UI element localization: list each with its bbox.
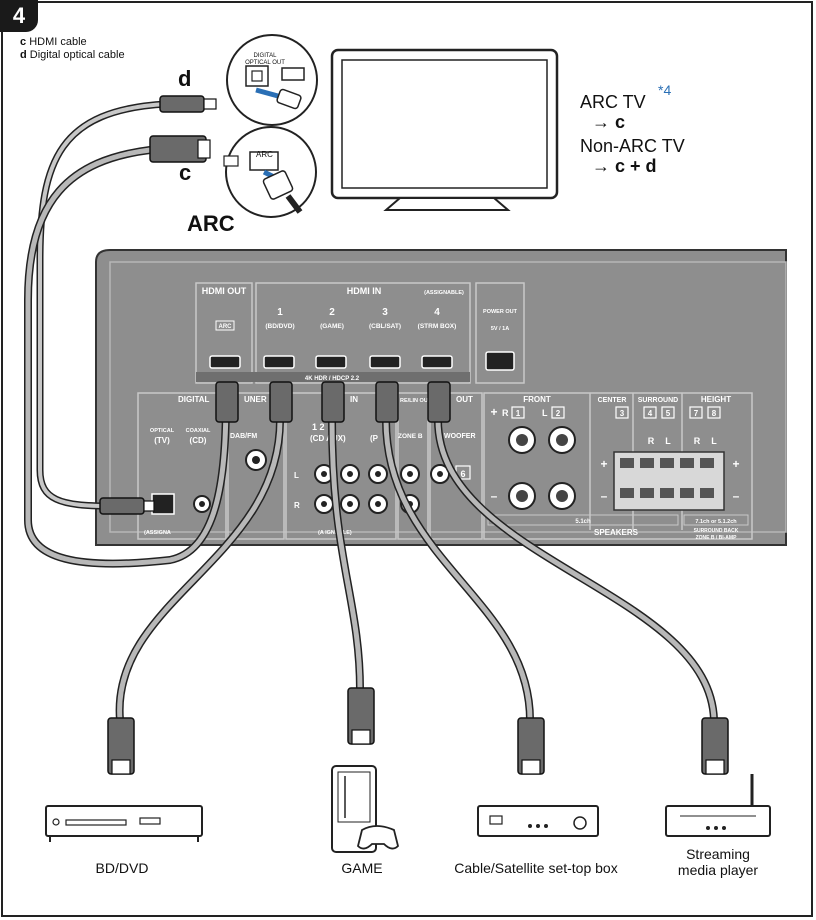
- device-label-bd-dvd: BD/DVD: [95, 860, 149, 876]
- analog-cd-aux-label: (CD AUX): [310, 434, 346, 443]
- front-plus-label: +: [490, 405, 497, 419]
- cable-label-c: c: [179, 160, 192, 185]
- cable-label-d: d: [178, 66, 192, 91]
- front-r-num: 1: [516, 409, 521, 418]
- receiver-labels: HDMI OUT ARC HDMI IN (ASSIGNABLE) 1 2 3 …: [144, 286, 740, 541]
- zone-b-biamp-label: ZONE B / BI-AMP: [696, 535, 737, 541]
- tuner-label: UNER: [244, 395, 267, 404]
- hdmi-in-3-num: 3: [382, 307, 388, 318]
- hdmi-out-label: HDMI OUT: [202, 286, 247, 296]
- arc-tv-cable: → c: [592, 112, 626, 132]
- cables: [24, 100, 718, 724]
- device-label-streaming: Streaming media player: [677, 846, 759, 878]
- hdmi-out-arc-label: ARC: [219, 324, 233, 330]
- ch71-label: 7.1ch or 5.1.2ch: [695, 519, 737, 525]
- pre-line-out-label: RE/LIN OUT: [400, 398, 432, 404]
- coaxial-cd-label: (CD): [190, 436, 207, 445]
- hdmi-in-4-num: 4: [434, 307, 440, 318]
- woofer-label: WOOFER: [444, 433, 476, 440]
- arc-tv-footnote: *4: [658, 82, 672, 98]
- power-out-spec: 5V / 1A: [491, 326, 509, 332]
- surround-back-label: SURROUND BACK: [694, 528, 739, 534]
- non-arc-tv-label: Non-ARC TV: [580, 136, 685, 156]
- arc-tv-label: ARC TV: [580, 92, 646, 112]
- front-l-label: L: [542, 408, 548, 418]
- coaxial-label: COAXIAL: [186, 428, 211, 434]
- hdmi-in-1-name: (BD/DVD): [265, 323, 294, 330]
- tv-optical-jack-label: DIGITAL OPTICAL OUT: [245, 53, 285, 66]
- height-l-num: 8: [712, 409, 717, 418]
- analog-p-label: (P: [370, 434, 379, 443]
- hdmi-in-3-name: (CBL/SAT): [369, 323, 401, 330]
- optical-plugs: [99, 95, 217, 515]
- woofer-num: 6: [460, 469, 465, 479]
- device-label-game: GAME: [341, 860, 383, 876]
- tv-arc-jack-label: ARC: [256, 150, 273, 159]
- analog-1-2-label: 1 2: [312, 422, 325, 432]
- optical-label: OPTICAL: [150, 428, 175, 434]
- sub-out-label: OUT: [456, 395, 473, 404]
- digital-label: DIGITAL: [178, 395, 210, 404]
- center-num: 3: [620, 409, 625, 418]
- game-console: [331, 765, 399, 853]
- surround-r-num: 4: [648, 409, 653, 418]
- hdmi-in-assignable-label: (ASSIGNABLE): [424, 290, 464, 296]
- plug-tips: [111, 139, 725, 775]
- hdmi-in-4-name: (STRM BOX): [418, 323, 457, 330]
- front-l-num: 2: [556, 409, 561, 418]
- dab-fm-label: DAB/FM: [230, 433, 257, 440]
- block-minus-right: –: [733, 489, 740, 503]
- step-badge: 4: [0, 0, 38, 32]
- tv-arc-jack-zoom: [223, 126, 317, 218]
- hdmi-in-2-name: (GAME): [320, 323, 344, 330]
- digital-assignable-label: (ASSIGNA: [144, 530, 171, 536]
- legend-item-hdmi: c HDMI cable: [20, 36, 87, 48]
- hdmi-in-1-num: 1: [277, 307, 283, 318]
- legend-item-optical: d Digital optical cable: [20, 49, 125, 61]
- arc-label: ARC: [187, 211, 235, 236]
- surround-r-label: R: [648, 436, 655, 446]
- height-r-label: R: [694, 436, 701, 446]
- tv: [330, 48, 559, 211]
- power-out-label: POWER OUT: [483, 309, 518, 315]
- bd-dvd-player: [45, 805, 203, 842]
- front-minus-label: –: [491, 489, 498, 503]
- block-plus-right: +: [732, 457, 739, 471]
- analog-assignable-label: (A IGNABLE): [318, 530, 352, 536]
- surround-l-num: 5: [666, 409, 671, 418]
- height-l-label: L: [711, 436, 717, 446]
- hdr-note: 4K HDR / HDCP 2.2: [305, 376, 360, 382]
- height-label: HEIGHT: [701, 395, 731, 404]
- front-label: FRONT: [523, 395, 551, 404]
- analog-l-label: L: [294, 471, 299, 480]
- surround-l-label: L: [665, 436, 671, 446]
- zone-b-label: ZONE B: [398, 433, 423, 440]
- front-r-label: R: [502, 408, 509, 418]
- hdmi-in-2-num: 2: [329, 307, 335, 318]
- surround-label: SURROUND: [638, 397, 678, 404]
- device-label-set-top-box: Cable/Satellite set-top box: [454, 860, 618, 876]
- streaming-player: [665, 774, 771, 837]
- non-arc-tv-cable: → c + d: [592, 156, 657, 176]
- block-plus-left: +: [600, 457, 607, 471]
- height-r-num: 7: [694, 409, 699, 418]
- set-top-box: [477, 805, 599, 837]
- analog-r-label: R: [294, 501, 300, 510]
- block-minus-left: –: [601, 489, 608, 503]
- speakers-label: SPEAKERS: [594, 528, 639, 537]
- analog-in-label: IN: [350, 395, 358, 404]
- hdmi-in-label: HDMI IN: [347, 286, 382, 296]
- tv-optical-jack-zoom: [226, 34, 318, 126]
- ch51-label: 5.1ch: [575, 519, 591, 525]
- optical-tv-label: (TV): [154, 436, 170, 445]
- center-label: CENTER: [598, 397, 627, 404]
